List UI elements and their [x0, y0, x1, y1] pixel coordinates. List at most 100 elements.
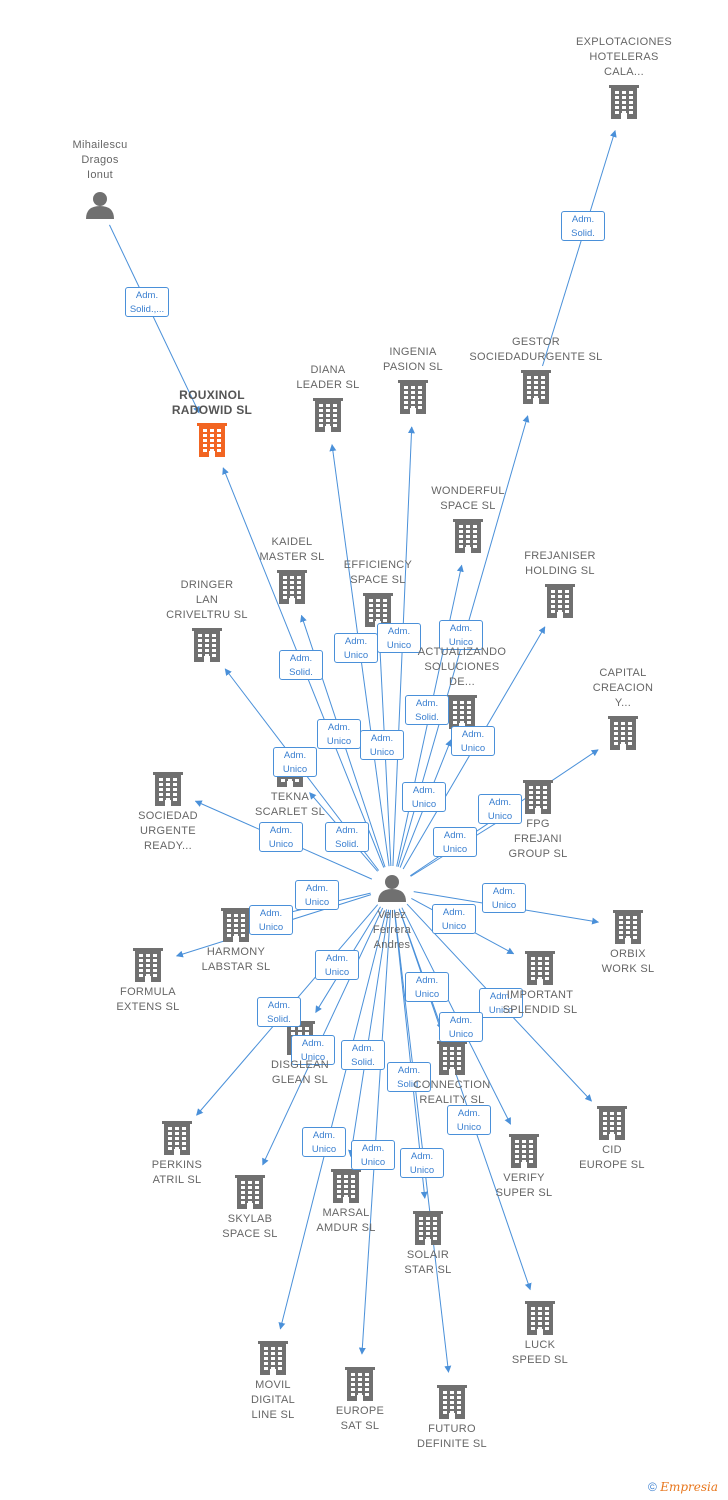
edge-label-capital[interactable]: Adm. Unico — [478, 794, 522, 824]
node-label-explotaciones[interactable]: EXPLOTACIONES HOTELERAS CALA... — [576, 36, 672, 78]
edge-label-orbix[interactable]: Adm. Unico — [482, 883, 526, 913]
edge-label-futuro[interactable]: Adm. Unico — [400, 1148, 444, 1178]
edge-label-sociedad[interactable]: Adm. Unico — [259, 822, 303, 852]
building-icon-harmony[interactable] — [221, 908, 251, 942]
building-icon-important[interactable] — [525, 951, 555, 985]
edge-label-europe[interactable]: Adm. Unico — [351, 1140, 395, 1170]
edge-label-dringer[interactable]: Adm. Unico — [273, 747, 317, 777]
node-label-marsal[interactable]: MARSAL AMDUR SL — [316, 1207, 376, 1234]
building-icon-cid[interactable] — [597, 1106, 627, 1140]
building-icon-wonderful[interactable] — [453, 519, 483, 553]
edge-label-actualizando[interactable]: Adm. Unico — [402, 782, 446, 812]
edge-label-harmony[interactable]: Adm. Unico — [295, 880, 339, 910]
edge-velez-futuro — [394, 909, 452, 1373]
building-icon-orbix[interactable] — [613, 910, 643, 944]
node-label-ingenia[interactable]: INGENIA PASION SL — [383, 346, 443, 373]
building-icon-fpg[interactable] — [523, 780, 553, 814]
edge-label-marsal[interactable]: Adm. Solid. — [341, 1040, 385, 1070]
node-label-skylab[interactable]: SKYLAB SPACE SL — [222, 1213, 278, 1240]
edge-label-tekna[interactable]: Adm. Solid. — [325, 822, 369, 852]
edge-label-efficiency[interactable]: Adm. Unico — [360, 730, 404, 760]
node-label-tekna[interactable]: TEKNA SCARLET SL — [254, 791, 326, 818]
edge-label-solair[interactable]: Adm. Solid. — [387, 1062, 431, 1092]
node-label-sociedad[interactable]: SOCIEDAD URGENTE READY... — [138, 810, 198, 852]
node-label-efficiency[interactable]: EFFICIENCY SPACE SL — [343, 559, 413, 586]
node-label-actualizando[interactable]: ACTUALIZANDO SOLUCIONES DE... — [417, 646, 507, 688]
node-label-kaidel[interactable]: KAIDEL MASTER SL — [259, 536, 325, 563]
node-label-diana[interactable]: DIANA LEADER SL — [296, 364, 360, 391]
building-icon-actualizando[interactable] — [447, 695, 477, 729]
node-label-gestor[interactable]: GESTOR SOCIEDADURGENTE SL — [469, 336, 603, 363]
edge-label-movil[interactable]: Adm. Unico — [302, 1127, 346, 1157]
node-label-cid[interactable]: CID EUROPE SL — [579, 1144, 645, 1171]
node-label-frejaniser[interactable]: FREJANISER HOLDING SL — [524, 550, 596, 577]
node-label-rouxinol[interactable]: ROUXINOL RADOWID SL — [171, 388, 253, 417]
node-label-harmony[interactable]: HARMONY LABSTAR SL — [201, 946, 271, 973]
node-label-dringer[interactable]: DRINGER LAN CRIVELTRU SL — [166, 579, 248, 621]
edge-label-rouxinol[interactable]: Adm. Solid.,... — [125, 287, 169, 317]
node-label-solair[interactable]: SOLAIR STAR SL — [404, 1249, 452, 1276]
node-label-verify[interactable]: VERIFY SUPER SL — [495, 1172, 553, 1199]
node-label-futuro[interactable]: FUTURO DEFINITE SL — [417, 1423, 487, 1450]
building-icon-movil[interactable] — [258, 1341, 288, 1375]
building-icon-sociedad[interactable] — [153, 772, 183, 806]
node-label-europe[interactable]: EUROPE SAT SL — [335, 1405, 385, 1432]
node-label-perkins[interactable]: PERKINS ATRIL SL — [151, 1159, 203, 1186]
edge-label-luck[interactable]: Adm. Unico — [447, 1105, 491, 1135]
node-label-orbix[interactable]: ORBIX WORK SL — [601, 948, 655, 975]
building-icon-capital[interactable] — [608, 716, 638, 750]
edge-label-perkins[interactable]: Adm. Solid. — [257, 997, 301, 1027]
node-label-fpg[interactable]: FPG FREJANI GROUP SL — [508, 818, 568, 860]
edge-label-verify[interactable]: Adm. Unico — [439, 1012, 483, 1042]
building-icon-rouxinol[interactable] — [197, 423, 227, 457]
edge-label-important[interactable]: Adm. Unico — [432, 904, 476, 934]
footer-brand[interactable]: © Empresia — [648, 1480, 718, 1494]
node-label-mihailescu[interactable]: Mihailescu Dragos Ionut — [72, 139, 128, 181]
building-icon-skylab[interactable] — [235, 1175, 265, 1209]
edge-label-connection[interactable]: Adm. Unico — [405, 972, 449, 1002]
edge-label-skylab[interactable]: Adm. Unico — [291, 1035, 335, 1065]
building-icon-kaidel[interactable] — [277, 570, 307, 604]
building-icon-formula[interactable] — [133, 948, 163, 982]
edge-label-explotaciones[interactable]: Adm. Solid. — [561, 211, 605, 241]
person-icon-velez[interactable] — [378, 875, 406, 902]
building-icon-efficiency[interactable] — [363, 593, 393, 627]
node-label-connection[interactable]: CONNECTION REALITY SL — [413, 1079, 491, 1106]
edge-mihailescu-rouxinol — [109, 224, 200, 414]
node-label-velez[interactable]: Velez Ferrera Andres — [372, 909, 412, 951]
copyright-symbol: © — [648, 1480, 657, 1494]
edge-label-disglean[interactable]: Adm. Unico — [315, 950, 359, 980]
building-icon-frejaniser[interactable] — [545, 584, 575, 618]
building-icon-ingenia[interactable] — [398, 380, 428, 414]
building-icon-gestor[interactable] — [521, 370, 551, 404]
edge-label-fpg[interactable]: Adm. Unico — [433, 827, 477, 857]
building-icon-dringer[interactable] — [192, 628, 222, 662]
building-icon-luck[interactable] — [525, 1301, 555, 1335]
building-icon-futuro[interactable] — [437, 1385, 467, 1419]
node-label-disglean[interactable]: DISGLEAN GLEAN SL — [270, 1059, 330, 1086]
edge-label-cid[interactable]: Adm. Unico — [479, 988, 523, 1018]
building-icon-marsal[interactable] — [331, 1169, 361, 1203]
building-icon-connection[interactable] — [437, 1041, 467, 1075]
edge-label-frejaniser[interactable]: Adm. Unico — [451, 726, 495, 756]
building-icon-solair[interactable] — [413, 1211, 443, 1245]
edge-label-ingenia[interactable]: Adm. Unico — [377, 623, 421, 653]
building-icon-explotaciones[interactable] — [609, 85, 639, 119]
person-icon-mihailescu[interactable] — [86, 192, 114, 219]
node-label-capital[interactable]: CAPITAL CREACION Y... — [592, 667, 654, 709]
building-icon-diana[interactable] — [313, 398, 343, 432]
edge-label-wonderful[interactable]: Adm. Solid. — [405, 695, 449, 725]
node-label-important[interactable]: IMPORTANT SPLENDID SL — [502, 989, 578, 1016]
edge-label-kaidel[interactable]: Adm. Unico — [317, 719, 361, 749]
building-icon-verify[interactable] — [509, 1134, 539, 1168]
node-label-luck[interactable]: LUCK SPEED SL — [511, 1339, 569, 1366]
building-icon-europe[interactable] — [345, 1367, 375, 1401]
node-label-formula[interactable]: FORMULA EXTENS SL — [116, 986, 180, 1013]
node-label-movil[interactable]: MOVIL DIGITAL LINE SL — [250, 1379, 296, 1421]
node-label-wonderful[interactable]: WONDERFUL SPACE SL — [431, 485, 505, 512]
building-icon-perkins[interactable] — [162, 1121, 192, 1155]
edge-label-gestor[interactable]: Adm. Unico — [439, 620, 483, 650]
edge-label-formula[interactable]: Adm. Unico — [249, 905, 293, 935]
edge-label-rouxinol[interactable]: Adm. Solid. — [279, 650, 323, 680]
edge-label-diana[interactable]: Adm. Unico — [334, 633, 378, 663]
